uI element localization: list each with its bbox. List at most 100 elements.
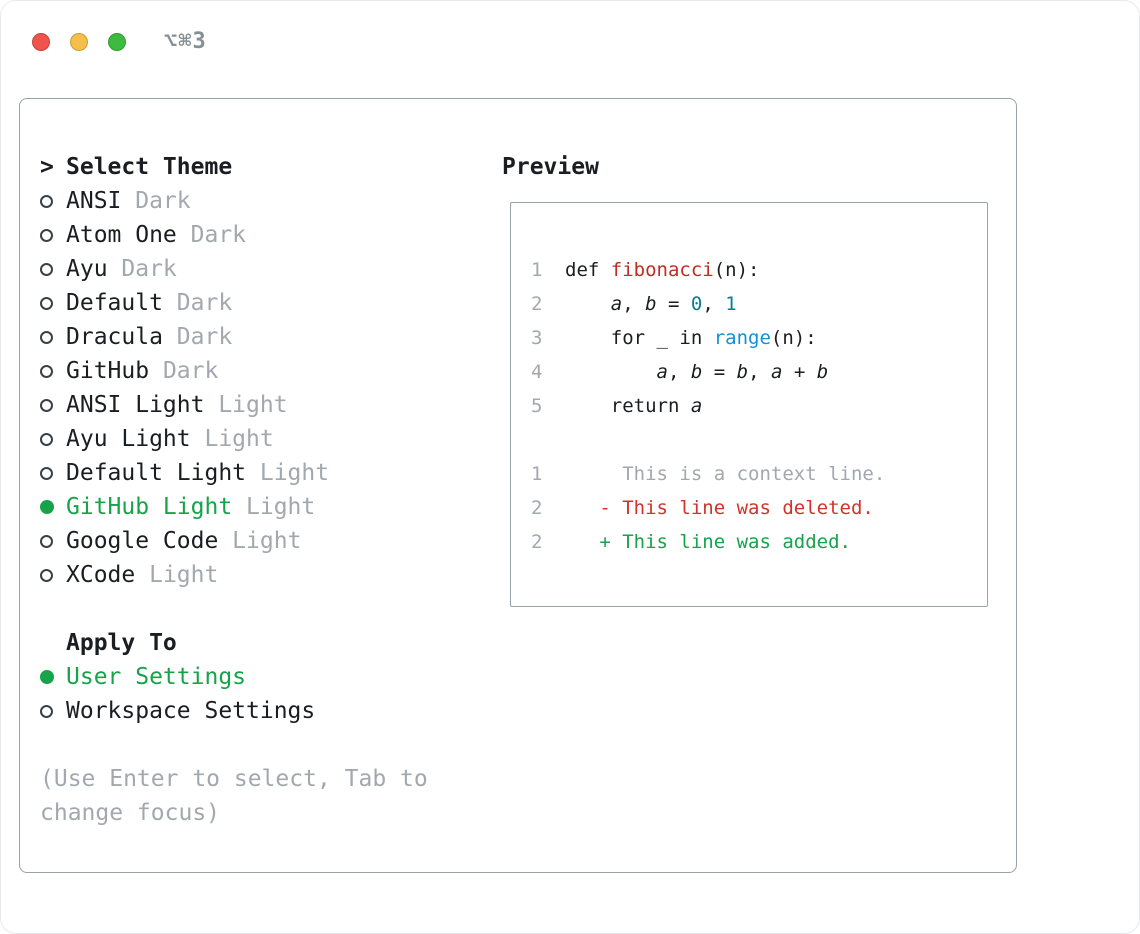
option-label: Ayu Light: [66, 426, 191, 452]
code-token-plain: [565, 361, 657, 383]
theme-option[interactable]: GitHub Dark: [40, 354, 490, 388]
code-token-plain: for _ in: [565, 327, 714, 349]
option-variant-label: Light: [218, 528, 302, 554]
code-token-kw: range: [713, 327, 771, 349]
radio-unselected-icon: [40, 194, 53, 208]
code-token-plain: (n):: [770, 327, 817, 349]
option-label: XCode: [66, 562, 136, 588]
radio-gutter: [40, 534, 66, 548]
theme-option[interactable]: Ayu Dark: [40, 252, 490, 286]
code-line: 2 - This line was deleted.: [531, 491, 987, 525]
apply-to-header: Apply To: [40, 626, 490, 660]
apply-target-option[interactable]: User Settings: [40, 660, 490, 694]
close-traffic-light-button[interactable]: [32, 32, 50, 51]
code-token-plain: =: [656, 293, 691, 315]
code-token-var: a: [770, 361, 783, 383]
code-line: 3 for _ in range(n):: [531, 321, 987, 355]
theme-option[interactable]: Default Light Light: [40, 456, 490, 490]
option-variant-label: Light: [204, 392, 288, 418]
code-token-plain: ,: [702, 293, 726, 315]
hint-text: (Use Enter to select, Tab to change focu…: [40, 766, 428, 826]
code-token-plain: def: [565, 259, 611, 281]
select-theme-header: > Select Theme: [40, 150, 490, 184]
option-label: User Settings: [66, 664, 247, 690]
code-token-var: a: [690, 395, 703, 417]
radio-gutter: [40, 670, 66, 684]
minimize-traffic-light-button[interactable]: [70, 32, 88, 51]
radio-unselected-icon: [40, 330, 53, 344]
code-token-plain: ,: [667, 361, 691, 383]
radio-unselected-icon: [40, 296, 53, 310]
radio-unselected-icon: [40, 568, 53, 582]
theme-option[interactable]: XCode Light: [40, 558, 490, 592]
theme-option[interactable]: Ayu Light Light: [40, 422, 490, 456]
code-token-plain: =: [702, 361, 737, 383]
line-number: 1: [531, 259, 543, 281]
code-token-var: b: [816, 361, 829, 383]
code-token-var: a: [656, 361, 668, 383]
option-label: GitHub: [66, 358, 150, 384]
apply-to-title: Apply To: [66, 630, 177, 656]
line-number: 1: [531, 463, 543, 485]
radio-unselected-icon: [40, 534, 53, 548]
code-token-plain: [565, 293, 611, 315]
line-number: 2: [531, 497, 543, 519]
code-token-deleted: - This line was deleted.: [565, 497, 874, 519]
code-token-num: 0: [690, 293, 703, 315]
radio-gutter: [40, 568, 66, 582]
radio-unselected-icon: [40, 228, 53, 242]
radio-unselected-icon: [40, 398, 53, 412]
option-variant-label: Dark: [162, 290, 233, 316]
option-label: GitHub Light: [66, 494, 233, 520]
radio-selected-icon: [40, 500, 54, 514]
radio-unselected-icon: [40, 262, 53, 276]
code-line: 2 + This line was added.: [531, 525, 987, 559]
radio-gutter: [40, 364, 66, 378]
option-variant-label: Dark: [121, 188, 191, 214]
theme-option[interactable]: ANSI Light Light: [40, 388, 490, 422]
code-line: 4 a, b = b, a + b: [531, 355, 987, 389]
radio-gutter: [40, 262, 66, 276]
code-line: [531, 423, 987, 457]
preview-title: Preview: [502, 154, 599, 180]
theme-option[interactable]: Default Dark: [40, 286, 490, 320]
option-label: Default Light: [66, 460, 247, 486]
option-variant-label: Light: [190, 426, 274, 452]
code-token-plain: return: [565, 395, 691, 417]
code-token-var: b: [645, 293, 657, 315]
radio-unselected-icon: [40, 704, 53, 718]
code-line: 5 return a: [531, 389, 987, 423]
option-variant-label: Dark: [107, 256, 177, 282]
theme-option[interactable]: Atom One Dark: [40, 218, 490, 252]
zoom-traffic-light-button[interactable]: [108, 32, 126, 51]
line-number: 2: [531, 293, 543, 315]
theme-option[interactable]: GitHub Light Light: [40, 490, 490, 524]
line-number: 4: [531, 361, 543, 383]
theme-option[interactable]: ANSI Dark: [40, 184, 490, 218]
radio-selected-icon: [40, 670, 54, 684]
code-token-plain: +: [782, 361, 817, 383]
apply-target-option[interactable]: Workspace Settings: [40, 694, 490, 728]
radio-gutter: [40, 704, 66, 718]
option-label: Default: [66, 290, 163, 316]
line-number: 5: [531, 395, 543, 417]
code-token-plain: ,: [748, 361, 771, 383]
code-line: 1 This is a context line.: [531, 457, 987, 491]
theme-option[interactable]: Google Code Light: [40, 524, 490, 558]
code-line: 2 a, b = 0, 1: [531, 287, 987, 321]
radio-gutter: [40, 398, 66, 412]
radio-unselected-icon: [40, 466, 53, 480]
code-token-var: a: [610, 293, 623, 315]
radio-gutter: [40, 330, 66, 344]
theme-option[interactable]: Dracula Dark: [40, 320, 490, 354]
option-label: Atom One: [66, 222, 177, 248]
code-token-func: fibonacci: [610, 259, 714, 281]
